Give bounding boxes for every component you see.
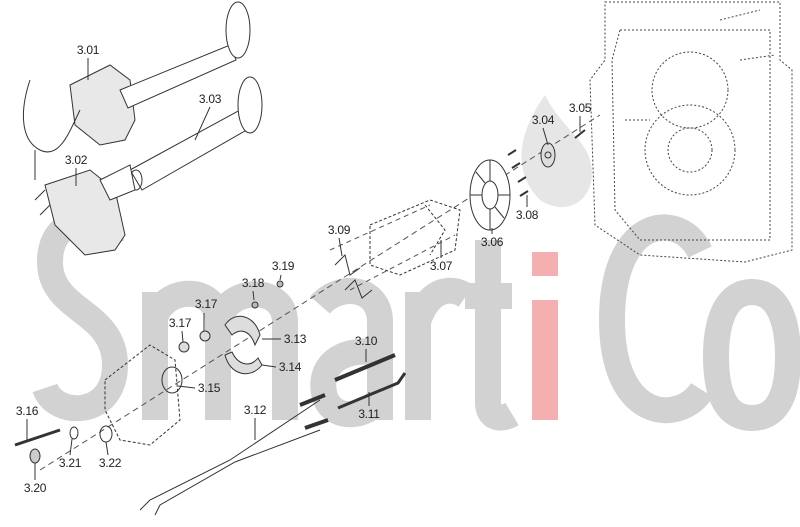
assembly-axis (39, 114, 601, 471)
callout-3-18: 3.18 (241, 276, 265, 290)
watermark-letter-r (405, 277, 474, 420)
part-3-05-screw (574, 129, 586, 139)
part-3-17-washer (199, 330, 211, 342)
part-3-09-clip (334, 254, 373, 299)
callout-3-01: 3.01 (76, 43, 100, 57)
callout-3-15: 3.15 (197, 381, 221, 395)
callout-3-19: 3.19 (271, 259, 295, 273)
part-3-14-lower-clamp (224, 351, 263, 375)
part-3-19-nut (276, 280, 284, 288)
callout-3-14: 3.14 (278, 360, 302, 374)
watermark-letter-m (142, 280, 298, 420)
callout-3-22: 3.22 (98, 456, 122, 470)
callout-3-03: 3.03 (198, 92, 222, 106)
part-3-04-disc (540, 142, 556, 168)
part-3-01-burner-assembly (22, 1, 251, 180)
callout-3-04: 3.04 (531, 113, 555, 127)
callout-3-12: 3.12 (243, 403, 267, 417)
part-3-07-diffuser (369, 199, 461, 276)
part-3-15-o-ring (161, 366, 183, 394)
callout-3-02: 3.02 (64, 153, 88, 167)
part-3-03-flame-tube (129, 76, 263, 191)
callout-3-10: 3.10 (354, 334, 378, 348)
watermark-letter-a (310, 278, 393, 428)
part-3-17-washer-2 (178, 341, 190, 353)
part-3-12-ignition-cable (139, 399, 321, 516)
part-3-10-electrode (334, 353, 396, 382)
callout-3-05: 3.05 (568, 101, 592, 115)
callout-3-16: 3.16 (15, 404, 39, 418)
part-3-06-swirl-plate (469, 159, 511, 231)
callout-3-20: 3.20 (23, 481, 47, 495)
watermark-letter-c (598, 214, 713, 424)
callout-3-09: 3.09 (327, 223, 351, 237)
part-3-11-electrode (337, 372, 407, 410)
flame-logo-icon (521, 95, 592, 208)
part-3-21-washer (69, 426, 79, 440)
watermark-letter-o (702, 278, 800, 432)
callout-3-21: 3.21 (58, 456, 82, 470)
callout-3-07: 3.07 (429, 259, 453, 273)
part-3-08-screws (507, 149, 529, 197)
callout-3-11: 3.11 (358, 407, 380, 421)
callout-3-08: 3.08 (515, 208, 539, 222)
callout-3-13: 3.13 (283, 332, 307, 346)
flange-plate (104, 344, 181, 446)
part-3-18-nut (251, 301, 259, 309)
boiler-housing (589, 1, 793, 263)
leader-lines (26, 58, 581, 480)
watermark-letter-t (465, 240, 519, 431)
part-3-02-motor-housing (34, 164, 136, 256)
callout-3-17: 3.17 (168, 316, 192, 330)
callout-3-06: 3.06 (480, 235, 504, 249)
callout-3-17-second: 3.17 (194, 297, 218, 311)
part-3-16-bolt (14, 428, 61, 447)
part-3-13-upper-clamp (224, 315, 261, 347)
part-3-22-seal (99, 425, 113, 443)
part-3-20-nut (29, 448, 41, 464)
